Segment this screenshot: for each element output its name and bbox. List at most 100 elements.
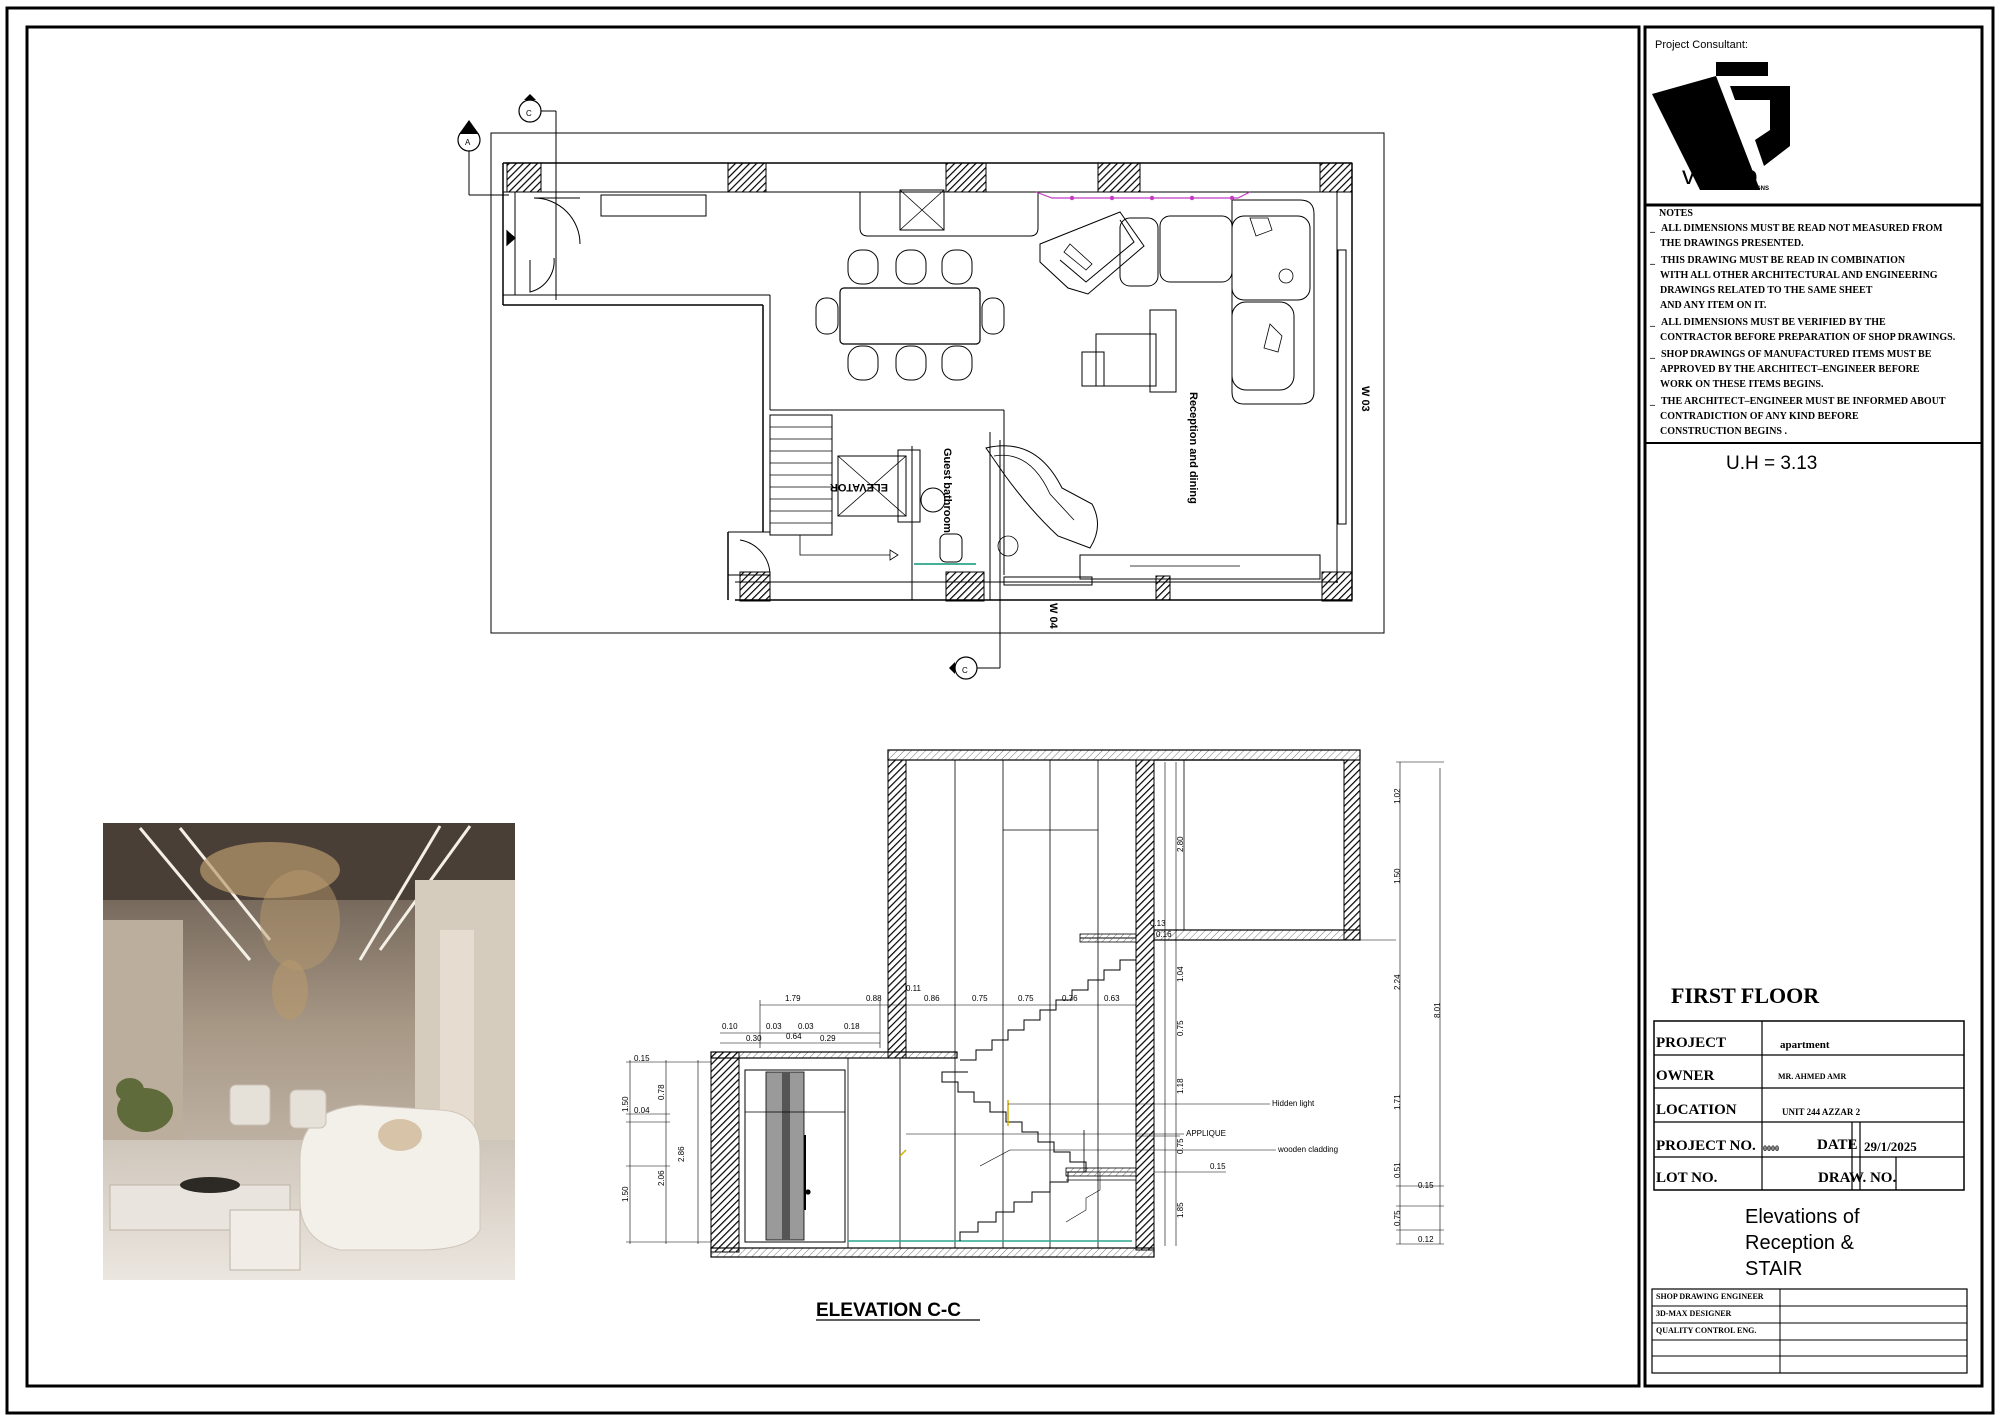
uh-label: U.H = 3.13: [1726, 453, 1818, 474]
dim-top-6: 0.76: [1062, 994, 1078, 1003]
dim-left-1: 1.50: [621, 1096, 630, 1112]
dim-right-5: 0.75: [1393, 1210, 1402, 1226]
marker-c-bottom-label: C: [962, 666, 968, 675]
callout-hidden-light: Hidden light: [1272, 1099, 1315, 1108]
project-no-value: 0000: [1763, 1144, 1779, 1153]
note-line: CONTRACTOR BEFORE PREPARATION OF SHOP DR…: [1660, 330, 1955, 345]
lot-label: LOT NO.: [1656, 1170, 1718, 1186]
elevation-title: ELEVATION C-C: [816, 1300, 961, 1321]
project-label: PROJECT: [1656, 1035, 1727, 1051]
note-line: WORK ON THESE ITEMS BEGINS.: [1660, 377, 1823, 392]
sheet-title-line-1: Elevations of: [1745, 1206, 1860, 1228]
role-3d-designer: 3D-MAX DESIGNER: [1656, 1309, 1732, 1318]
dim-top-3: 0.86: [924, 994, 940, 1003]
dim-left-0: 0.15: [634, 1054, 650, 1063]
dim-left-2: 0.04: [634, 1106, 650, 1115]
note-bullet: _: [1650, 396, 1655, 407]
note-line: _ SHOP DRAWINGS OF MANUFACTURED ITEMS MUS…: [1650, 347, 1931, 362]
location-label: LOCATION: [1656, 1102, 1737, 1118]
date-value: 29/1/2025: [1864, 1139, 1917, 1154]
project-value: apartment: [1780, 1039, 1830, 1051]
note-text: THE DRAWINGS PRESENTED.: [1660, 238, 1804, 249]
note-line: _ALL DIMENSIONS MUST BE VERIFIED BY THE: [1650, 315, 1886, 330]
dim-row2-2: 0.03: [798, 1022, 814, 1031]
note-bullet: _: [1650, 349, 1655, 360]
dim-mid-3: 1.04: [1176, 966, 1185, 982]
dim-left-4: 2.86: [677, 1146, 686, 1162]
dim-top-4: 0.75: [972, 994, 988, 1003]
dim-row2-1: 0.03: [766, 1022, 782, 1031]
note-line: _THIS DRAWING MUST BE READ IN COMBINATIO…: [1650, 253, 1905, 268]
floor-label: FIRST FLOOR: [1671, 983, 1820, 1008]
dim-top-7: 0.63: [1104, 994, 1120, 1003]
location-value: UNIT 244 AZZAR 2: [1782, 1107, 1861, 1117]
floor-plan: A C C: [457, 94, 1385, 680]
dim-mid-2: 0.16: [1156, 930, 1172, 939]
owner-label: OWNER: [1656, 1068, 1715, 1084]
dim-top-5: 0.75: [1018, 994, 1034, 1003]
elevation-cc: [626, 749, 1444, 1321]
note-line: CONSTRUCTION BEGINS .: [1660, 424, 1787, 439]
logo-sub: DESIGNS: [1742, 186, 1769, 192]
dim-left-3: 0.78: [657, 1084, 666, 1100]
dim-right-8: 0.12: [1418, 1235, 1434, 1244]
draw-label: DRAW. NO.: [1818, 1170, 1897, 1186]
note-line: THE DRAWINGS PRESENTED.: [1660, 236, 1804, 251]
section-marker-a: A: [457, 120, 509, 196]
dim-row3-1: 0.64: [786, 1032, 802, 1041]
marker-a-label: A: [465, 138, 471, 147]
role-quality-control: QUALITY CONTROL ENG.: [1656, 1326, 1757, 1335]
dim-mid-1: 0.13: [1150, 919, 1166, 928]
dim-mid-0: 2.80: [1176, 836, 1185, 852]
dim-top-1: 0.88: [866, 994, 882, 1003]
dim-mid-7: 0.15: [1210, 1162, 1226, 1171]
note-text: ALL DIMENSIONS MUST BE READ NOT MEASURED…: [1661, 223, 1943, 234]
note-text: CONTRACTOR BEFORE PREPARATION OF SHOP DR…: [1660, 332, 1956, 343]
title-block-frame: [1645, 203, 1982, 1374]
marker-c-top-label: C: [526, 109, 532, 118]
dim-left-5: 2.06: [657, 1170, 666, 1186]
dim-mid-5: 1.18: [1176, 1078, 1185, 1094]
note-text: WITH ALL OTHER ARCHITECTURAL AND ENGINEE…: [1660, 270, 1938, 281]
note-bullet: _: [1650, 223, 1655, 234]
dim-row3-2: 0.29: [820, 1034, 836, 1043]
dim-right-4: 0.51: [1393, 1162, 1402, 1178]
note-line: APPROVED BY THE ARCHITECT–ENGINEER BEFOR…: [1660, 362, 1920, 377]
note-line: AND ANY ITEM ON IT.: [1660, 298, 1766, 313]
elevation-dims: 1.79 0.88 0.11 0.86 0.75 0.75 0.76 0.63 …: [621, 788, 1442, 1244]
note-line: DRAWINGS RELATED TO THE SAME SHEET: [1660, 283, 1872, 298]
dim-right-7: 0.15: [1418, 1181, 1434, 1190]
label-reception: Reception and dining: [1187, 392, 1199, 504]
dim-right-6: 8.01: [1433, 1002, 1442, 1018]
vento-logo: vento DESIGNS: [1652, 62, 1790, 192]
dim-mid-8: 1.85: [1176, 1202, 1185, 1218]
section-marker-c-top: C: [518, 94, 557, 300]
dim-right-2: 2.24: [1393, 974, 1402, 990]
consultant-label: Project Consultant:: [1655, 39, 1748, 51]
dim-right-0: 1.02: [1393, 788, 1402, 804]
dim-top-0: 1.79: [785, 994, 801, 1003]
section-marker-c-bottom: C: [949, 440, 1001, 680]
label-guest-bathroom: Guest bathroom: [941, 448, 953, 533]
callout-applique: APPLIQUE: [1186, 1129, 1226, 1138]
callout-wooden-cladding: wooden cladding: [1277, 1145, 1338, 1154]
dim-mid-4: 0.75: [1176, 1020, 1185, 1036]
label-elevator: ELEVATOR: [830, 481, 888, 493]
interior-render: [103, 823, 515, 1280]
note-line: WITH ALL OTHER ARCHITECTURAL AND ENGINEE…: [1660, 268, 1938, 283]
dim-left-6: 1.50: [621, 1186, 630, 1202]
dim-row3-0: 0.30: [746, 1034, 762, 1043]
dim-row2-3: 0.18: [844, 1022, 860, 1031]
logo-text: vento: [1682, 160, 1761, 190]
dim-right-3: 1.71: [1393, 1094, 1402, 1110]
note-text: SHOP DRAWINGS OF MANUFACTURED ITEMS MUST…: [1661, 349, 1932, 360]
notes-title: NOTES: [1659, 208, 1693, 219]
note-text: AND ANY ITEM ON IT.: [1660, 300, 1767, 311]
note-text: APPROVED BY THE ARCHITECT–ENGINEER BEFOR…: [1660, 364, 1920, 375]
note-line: _ ALL DIMENSIONS MUST BE READ NOT MEASURE…: [1650, 221, 1943, 236]
note-text: CONTRADICTION OF ANY KIND BEFORE: [1660, 411, 1859, 422]
date-label: DATE: [1817, 1137, 1858, 1153]
note-bullet: _: [1650, 255, 1655, 266]
dim-top-2: 0.11: [906, 984, 922, 993]
note-text: DRAWINGS RELATED TO THE SAME SHEET: [1660, 285, 1873, 296]
